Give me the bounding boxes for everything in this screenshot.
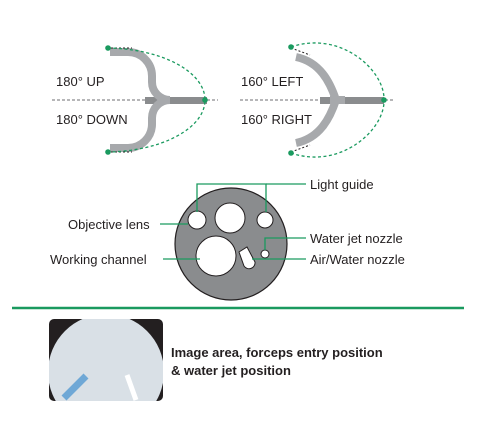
water-jet-nozzle-label: Water jet nozzle <box>310 231 403 246</box>
water-jet-nozzle-leader <box>264 237 306 250</box>
insertion-shaft <box>320 97 384 104</box>
updown-bending-diagram: 180° UP 180° DOWN <box>52 45 218 155</box>
up-endpoint-dot <box>105 45 111 51</box>
up-angle-label: 180° UP <box>56 74 105 89</box>
updown-straight-dot <box>202 97 208 103</box>
bending-section-up <box>110 48 171 104</box>
objective-lens-label: Objective lens <box>68 217 150 232</box>
image-area-diagram <box>49 319 163 401</box>
left-tip-dash <box>290 47 311 56</box>
insertion-shaft <box>145 97 207 104</box>
right-angle-label: 160° RIGHT <box>241 112 312 127</box>
image-area-caption: Image area, forceps entry position & wat… <box>171 344 431 380</box>
updown-range-arc <box>107 47 206 153</box>
left-angle-label: 160° LEFT <box>241 74 303 89</box>
air-water-nozzle-opening <box>238 246 256 270</box>
down-endpoint-dot <box>105 149 111 155</box>
working-channel-label: Working channel <box>50 252 147 267</box>
leftright-bending-diagram: 160° LEFT 160° RIGHT <box>240 42 394 158</box>
distal-tip-diagram: Light guide Objective lens Water jet noz… <box>50 177 405 301</box>
right-tip-dash <box>290 144 311 153</box>
objective-lens-window <box>214 202 246 234</box>
right-endpoint-dot <box>288 150 294 156</box>
water-jet-marker <box>124 374 139 401</box>
caption-line-1: Image area, forceps entry position <box>171 345 383 360</box>
image-area-circle <box>49 319 163 401</box>
light-guide-window <box>256 211 274 229</box>
bending-section-down <box>110 96 171 152</box>
down-angle-label: 180° DOWN <box>56 112 128 127</box>
bending-section-right <box>294 98 340 147</box>
working-channel-opening <box>195 235 237 277</box>
left-endpoint-dot <box>288 44 294 50</box>
light-guide-leader <box>196 183 267 212</box>
forceps-entry-marker <box>61 373 89 401</box>
leftright-straight-dot <box>381 97 387 103</box>
water-jet-nozzle-opening <box>260 249 270 259</box>
objective-lens-left <box>187 210 207 230</box>
light-guide-label: Light guide <box>310 177 374 192</box>
bending-section-left <box>294 53 340 102</box>
caption-line-2: & water jet position <box>171 363 291 378</box>
air-water-nozzle-label: Air/Water nozzle <box>310 252 405 267</box>
